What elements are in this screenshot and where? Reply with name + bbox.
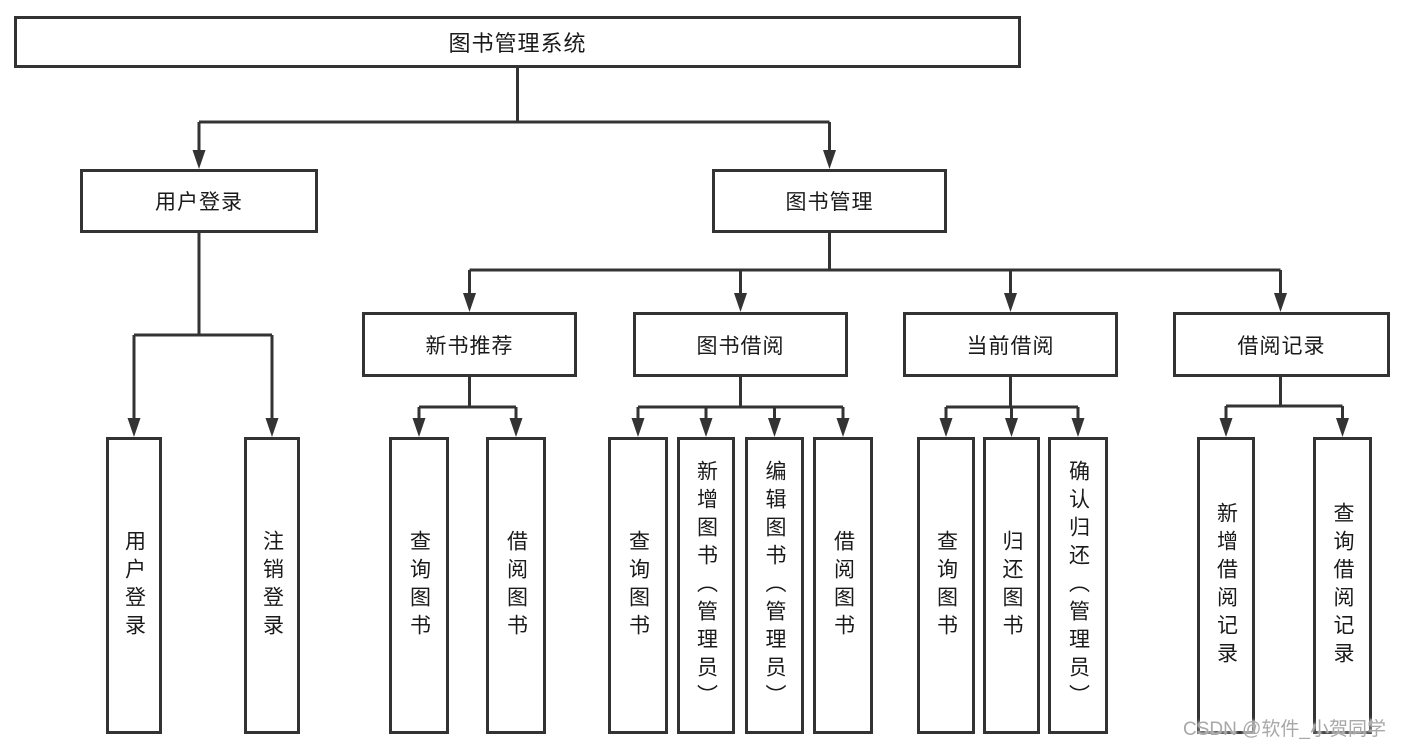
node-current-borrowing: 当前借阅	[903, 312, 1118, 377]
node-user-login: 用户登录	[80, 169, 318, 233]
node-library-management-system: 图书管理系统	[14, 16, 1021, 68]
leaf-label: 编辑图书（管理员）	[763, 459, 786, 712]
leaf-label: 查询图书	[934, 529, 958, 642]
csdn-watermark: CSDN @软件_小贺同学	[1183, 719, 1386, 740]
leaf-label: 归还图书	[1000, 529, 1023, 642]
node-new-book-recommendation: 新书推荐	[362, 312, 577, 377]
leaf-edit-book-admin: 编辑图书（管理员）	[745, 437, 804, 734]
leaf-query-borrow-record: 查询借阅记录	[1313, 437, 1372, 734]
leaf-user-login: 用户登录	[106, 437, 162, 734]
leaf-query-books-current: 查询图书	[917, 437, 975, 734]
leaf-query-books-borrowing: 查询图书	[608, 437, 668, 734]
leaf-query-books-recommend: 查询图书	[389, 437, 449, 734]
leaf-label: 新增借阅记录	[1214, 501, 1238, 670]
leaf-label: 注销登录	[260, 529, 284, 642]
leaf-confirm-return-admin: 确认归还（管理员）	[1048, 437, 1108, 734]
leaf-borrow-books: 借阅图书	[813, 437, 873, 734]
node-book-borrowing: 图书借阅	[633, 312, 848, 377]
leaf-label: 查询图书	[407, 529, 431, 642]
leaf-label: 查询借阅记录	[1331, 501, 1354, 670]
node-borrowing-records: 借阅记录	[1173, 312, 1390, 377]
leaf-label: 借阅图书	[504, 529, 528, 642]
leaf-label: 用户登录	[122, 529, 146, 642]
leaf-add-borrow-record: 新增借阅记录	[1197, 437, 1255, 734]
leaf-label: 新增图书（管理员）	[694, 459, 718, 712]
leaf-logout-login: 注销登录	[244, 437, 300, 734]
leaf-label: 查询图书	[626, 529, 650, 642]
node-book-management: 图书管理	[712, 169, 947, 233]
leaf-label: 确认归还（管理员）	[1066, 459, 1090, 712]
leaf-label: 借阅图书	[831, 529, 855, 642]
leaf-return-books: 归还图书	[983, 437, 1040, 734]
leaf-add-book-admin: 新增图书（管理员）	[677, 437, 735, 734]
leaf-borrow-books-recommend: 借阅图书	[486, 437, 546, 734]
